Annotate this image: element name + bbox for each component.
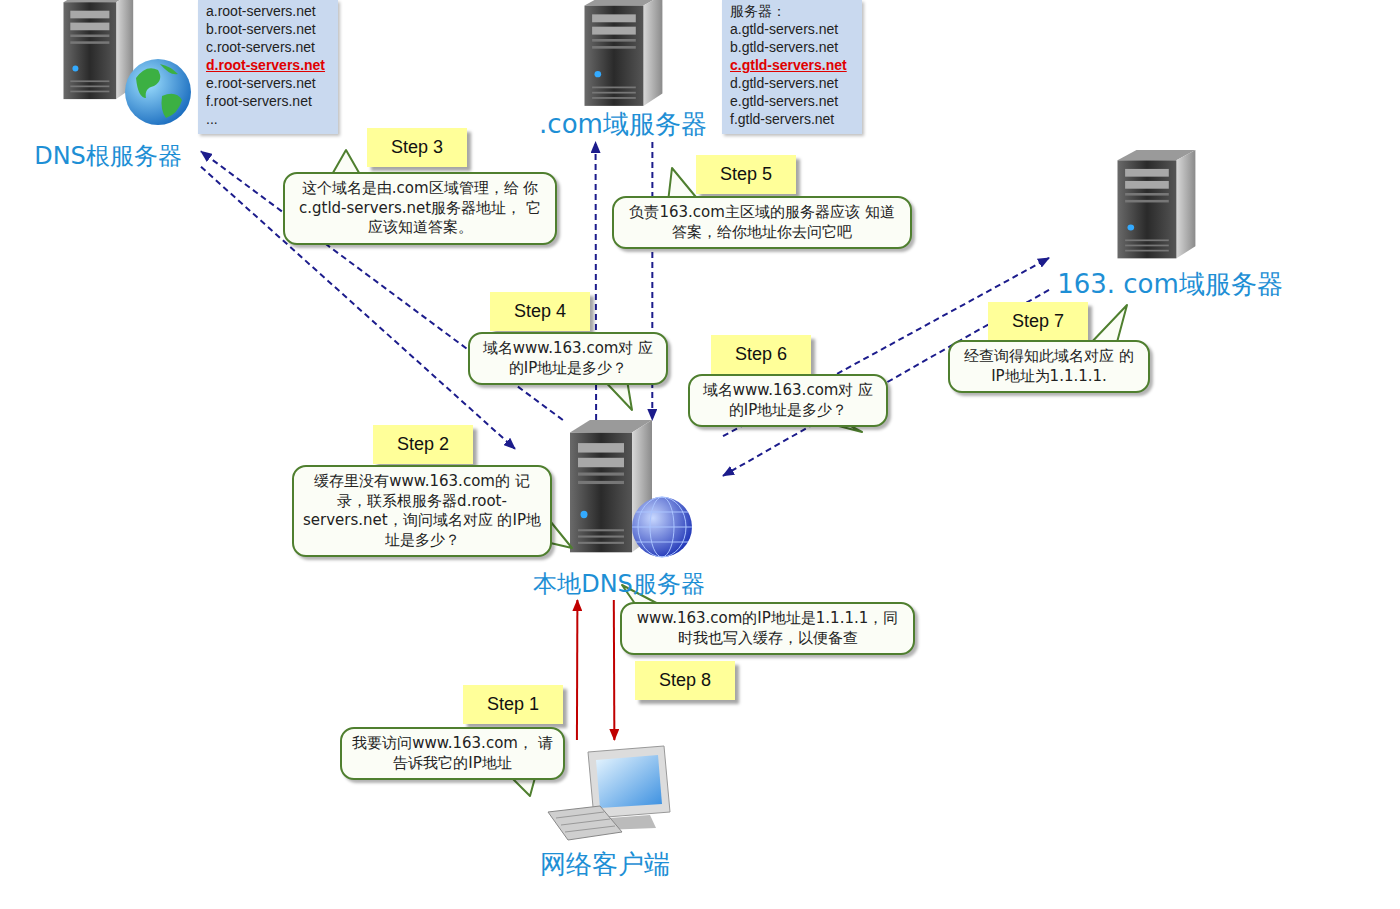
bubble-text: 负责163.com主区域的服务器应该 知道答案，给你地址你去问它吧 [622,203,902,242]
step-label: Step 2 [397,434,449,455]
server-label: .com域服务器 [525,107,721,142]
step-tag: Step 6 [711,335,811,374]
client-node: 网络客户端 [527,740,683,882]
list-item: ... [206,110,332,128]
list-item: 服务器： [730,2,856,20]
request-arrow [576,600,578,740]
step-tag: Step 8 [635,661,735,700]
list-item: d.root-servers.net [206,56,332,74]
list-item: f.root-servers.net [206,92,332,110]
step-label: Step 8 [659,670,711,691]
speech-bubble: 这个域名是由.com区域管理，给 你c.gtld-servers.net服务器地… [283,172,557,245]
server-node: .com域服务器 [525,0,721,142]
step-tag: Step 4 [490,292,590,331]
bubble-text: 经查询得知此域名对应 的IP地址为1.1.1.1. [958,347,1140,386]
list-item: d.gtld-servers.net [730,74,856,92]
request-arrow [613,600,616,740]
step-tag: Step 7 [988,302,1088,341]
step-label: Step 5 [720,164,772,185]
step-tag: Step 3 [367,128,467,167]
speech-bubble: 负责163.com主区域的服务器应该 知道答案，给你地址你去问它吧 [612,196,912,249]
bubble-text: 缓存里没有www.163.com的 记录，联系根服务器d.root- serve… [302,472,542,550]
list-item: c.root-servers.net [206,38,332,56]
list-item: a.gtld-servers.net [730,20,856,38]
step-tag: Step 1 [463,685,563,724]
server-list: 服务器：a.gtld-servers.netb.gtld-servers.net… [722,0,862,134]
list-item: e.root-servers.net [206,74,332,92]
speech-bubble: 域名www.163.com对 应的IP地址是多少？ [688,374,888,427]
step-label: Step 1 [487,694,539,715]
server-label: 网络客户端 [527,847,683,882]
step-label: Step 3 [391,137,443,158]
step-label: Step 7 [1012,311,1064,332]
list-item: a.root-servers.net [206,2,332,20]
server-label: DNS根服务器 [15,140,201,172]
bubble-text: www.163.com的IP地址是1.1.1.1，同 时我也写入缓存，以便备查 [630,609,905,648]
bubble-text: 这个域名是由.com区域管理，给 你c.gtld-servers.net服务器地… [293,179,547,238]
server-node: 本地DNS服务器 [515,420,723,600]
speech-bubble: www.163.com的IP地址是1.1.1.1，同 时我也写入缓存，以便备查 [620,602,915,655]
list-item: b.root-servers.net [206,20,332,38]
server-label: 163. com域服务器 [1049,267,1291,302]
list-item: e.gtld-servers.net [730,92,856,110]
speech-bubble: 经查询得知此域名对应 的IP地址为1.1.1.1. [948,340,1150,393]
speech-bubble: 我要访问www.163.com， 请告诉我它的IP地址 [340,727,565,780]
server-node: DNS根服务器 [15,0,201,172]
bubble-text: 我要访问www.163.com， 请告诉我它的IP地址 [350,734,555,773]
server-node: 163. com域服务器 [1049,150,1291,302]
server-list: a.root-servers.netb.root-servers.netc.ro… [198,0,338,134]
list-item: f.gtld-servers.net [730,110,856,128]
server-label: 本地DNS服务器 [515,568,723,600]
bubble-text: 域名www.163.com对 应的IP地址是多少？ [478,339,658,378]
step-label: Step 6 [735,344,787,365]
list-item: b.gtld-servers.net [730,38,856,56]
step-tag: Step 5 [696,155,796,194]
step-tag: Step 2 [373,425,473,464]
speech-bubble: 域名www.163.com对 应的IP地址是多少？ [468,332,668,385]
step-label: Step 4 [514,301,566,322]
list-item: c.gtld-servers.net [730,56,856,74]
speech-bubble: 缓存里没有www.163.com的 记录，联系根服务器d.root- serve… [292,465,552,557]
bubble-text: 域名www.163.com对 应的IP地址是多少？ [698,381,878,420]
